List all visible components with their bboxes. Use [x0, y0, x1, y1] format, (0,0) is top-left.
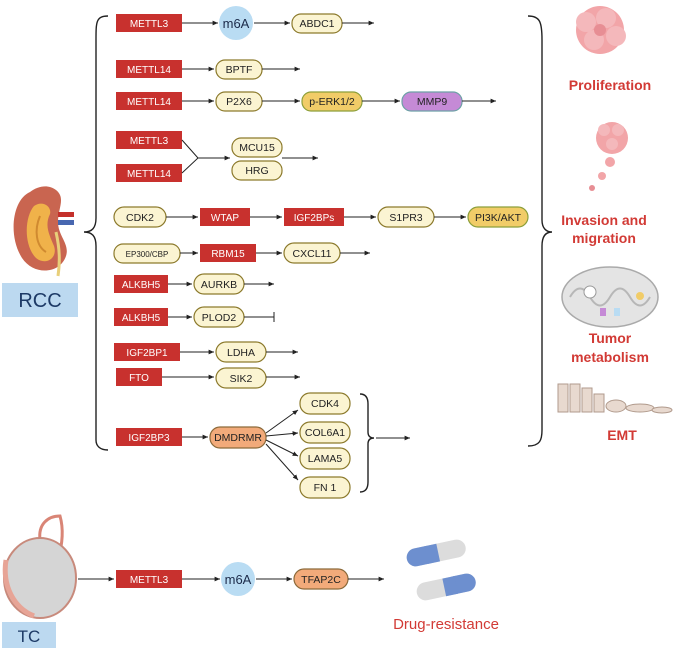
alkbh5-box-row7 — [114, 275, 168, 293]
ldha-label: LDHA — [227, 347, 255, 359]
pi3k-pill — [467, 206, 529, 228]
aurkb-label: AURKB — [201, 279, 237, 291]
testis-illustration — [2, 514, 77, 619]
s1pr3-label: S1PR3 — [389, 212, 422, 224]
pi3k-label: PI3K/AKT — [475, 212, 522, 224]
kidney-illustration — [13, 186, 74, 277]
dmdrmr-label: DMDRMR — [214, 432, 262, 444]
rcc-right-brace — [527, 15, 553, 447]
cdk4-label: CDK4 — [311, 398, 339, 410]
mettl14-label-row4: METTL14 — [127, 169, 171, 180]
targets-brace — [359, 393, 375, 493]
igf2bps-box — [284, 208, 344, 226]
igf2bps-label: IGF2BPs — [294, 213, 335, 224]
wtap-box — [200, 208, 250, 226]
hrg-pill — [231, 160, 283, 181]
tc-m6a-circle — [221, 562, 255, 596]
lama5-pill — [299, 447, 351, 470]
hrg-label: HRG — [245, 165, 268, 177]
mcu15-label: MCU15 — [239, 142, 275, 154]
mettl14-box-row2 — [116, 60, 182, 78]
alkbh5-label-row8: ALKBH5 — [122, 313, 161, 324]
metabolism-label-line1: Tumor — [589, 330, 632, 346]
fn1-label: FN 1 — [314, 482, 337, 494]
m6a-label-row1: m6A — [223, 16, 250, 31]
igf2bp3-label: IGF2BP3 — [128, 433, 170, 444]
proliferation-cell-cluster-illustration — [576, 6, 626, 54]
mettl3-box-row4 — [116, 131, 182, 149]
tc-m6a-label: m6A — [225, 572, 252, 587]
mettl3-label-row4: METTL3 — [130, 136, 169, 147]
drug-capsules-illustration — [406, 539, 476, 601]
alkbh5-label-row7: ALKBH5 — [122, 280, 161, 291]
emt-label: EMT — [607, 427, 637, 443]
col6a1-label: COL6A1 — [305, 427, 345, 439]
proliferation-label: Proliferation — [569, 77, 651, 93]
invasion-label-line2: migration — [572, 230, 636, 246]
mettl3-label-row1: METTL3 — [130, 19, 169, 30]
rcc-left-brace — [83, 15, 109, 451]
perk-label: p-ERK1/2 — [309, 96, 355, 108]
col6a1-pill — [299, 421, 351, 444]
tc-mettl3-label: METTL3 — [130, 575, 169, 586]
fn1-pill — [299, 476, 351, 499]
invasion-label-line1: Invasion and — [561, 212, 647, 228]
sik2-pill — [215, 367, 267, 389]
metabolism-label-line2: metabolism — [571, 349, 649, 365]
mettl14-box-row3 — [116, 92, 182, 110]
tfap2c-label: TFAP2C — [301, 574, 341, 586]
mitochondrion-illustration — [561, 266, 659, 328]
mettl14-box-row4 — [116, 164, 182, 182]
lama5-label: LAMA5 — [308, 453, 343, 465]
igf2bp1-label: IGF2BP1 — [126, 348, 168, 359]
mettl14-label-row2: METTL14 — [127, 65, 171, 76]
emt-cells-illustration — [557, 383, 673, 414]
rcc-label: RCC — [18, 290, 61, 312]
tc-mettl3-box — [116, 570, 182, 588]
cdk4-pill — [299, 392, 351, 415]
abdc1-label: ABDC1 — [299, 18, 334, 30]
invasion-cell-spread-illustration — [589, 122, 628, 191]
plod2-label: PLOD2 — [202, 312, 237, 324]
sik2-label: SIK2 — [230, 373, 253, 385]
tc-label-box: TC — [2, 622, 56, 648]
igf2bp3-box — [116, 428, 182, 446]
bptf-label: BPTF — [226, 64, 253, 76]
mcu15-pill — [231, 137, 283, 158]
wtap-label: WTAP — [211, 213, 239, 224]
mettl14-label-row3: METTL14 — [127, 97, 171, 108]
fto-label: FTO — [129, 373, 149, 384]
dmdrmr-pill — [209, 426, 267, 449]
mmp9-label: MMP9 — [417, 96, 447, 108]
drug-resistance-label: Drug-resistance — [393, 616, 499, 633]
tc-label: TC — [18, 627, 41, 646]
rbm15-label: RBM15 — [211, 249, 245, 260]
m6a-circle-row1 — [219, 6, 253, 40]
p2x6-label: P2X6 — [226, 96, 252, 108]
mettl3-box-row1 — [116, 14, 182, 32]
cxcl11-label: CXCL11 — [293, 248, 332, 260]
ep300-label: EP300/CBP — [126, 250, 169, 259]
fto-box — [116, 368, 162, 386]
alkbh5-box-row8 — [114, 308, 168, 326]
igf2bp1-box — [114, 343, 180, 361]
rbm15-box — [200, 244, 256, 262]
cdk2-label: CDK2 — [126, 212, 154, 224]
rcc-label-box: RCC — [2, 283, 78, 317]
